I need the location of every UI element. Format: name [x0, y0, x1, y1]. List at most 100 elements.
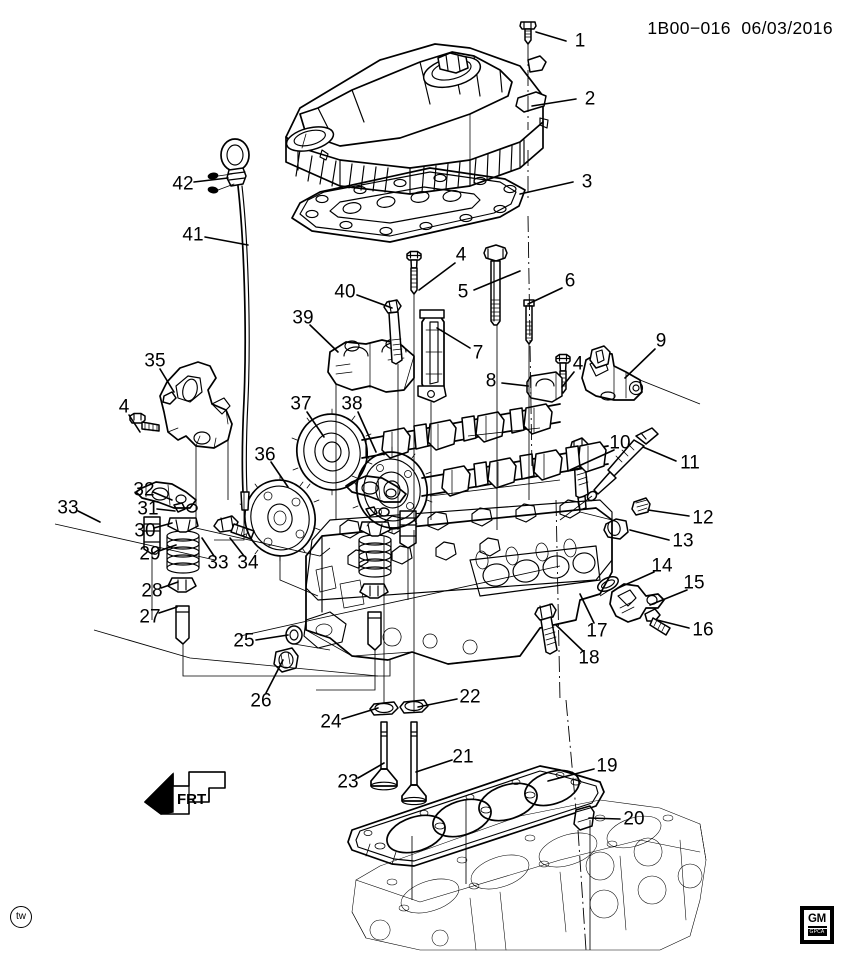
- leader-line-42: [193, 177, 229, 183]
- gm-logo-subtext: GPCA: [807, 928, 827, 936]
- part-9-timing-chain-tensioner-bracket: [581, 345, 644, 401]
- leader-line-9: [624, 348, 656, 379]
- callout-number-1: 1: [574, 30, 586, 52]
- leader-line-29: [158, 544, 177, 552]
- part-4-bracket-bolt-c: [129, 412, 160, 432]
- leader-line-25: [255, 634, 289, 641]
- leader-line-8: [501, 382, 529, 387]
- callout-number-14: 14: [651, 555, 673, 577]
- leader-line-6: [527, 287, 563, 305]
- leader-line-20: [588, 817, 621, 820]
- callout-number-37: 37: [290, 393, 312, 415]
- leader-line-23: [357, 762, 385, 779]
- part-2-camshaft-cover: [285, 43, 549, 195]
- callout-number-36: 36: [254, 444, 276, 466]
- callout-number-13: 13: [672, 530, 694, 552]
- callout-number-25: 25: [233, 630, 255, 652]
- part-38-exhaust-camshaft: [351, 441, 609, 534]
- leader-line-16: [656, 619, 690, 629]
- callout-number-2: 2: [584, 88, 596, 110]
- part-11-glow-plug: [586, 427, 659, 502]
- leader-line-18: [555, 624, 584, 652]
- callout-number-7: 7: [472, 342, 484, 364]
- leader-line-22: [417, 698, 458, 708]
- part-36-balance-shaft-sprocket: [239, 474, 321, 562]
- callout-number-21: 21: [452, 746, 474, 768]
- leader-line-33: [77, 510, 101, 523]
- callout-number-10: 10: [609, 432, 631, 454]
- leader-line-40: [356, 294, 393, 309]
- callout-number-6: 6: [564, 270, 576, 292]
- callout-number-38: 38: [341, 393, 363, 415]
- leader-line-41: [204, 236, 249, 246]
- leader-line-15: [649, 589, 688, 606]
- part-13-plug-cap: [603, 518, 629, 540]
- leader-line-4: [418, 262, 456, 291]
- leader-line-37: [306, 411, 325, 438]
- leader-line-19: [547, 768, 595, 782]
- engine-block-phantom-reference: [351, 799, 707, 951]
- leader-line-27: [158, 606, 178, 614]
- part-23-intake-valve: [370, 721, 398, 791]
- callout-number-29: 29: [139, 543, 161, 565]
- callout-number-40: 40: [334, 281, 356, 303]
- part-37-intake-camshaft: [291, 403, 561, 496]
- leader-line-1: [535, 31, 567, 42]
- callout-number-4: 4: [572, 353, 584, 375]
- leader-line-26: [265, 659, 284, 694]
- part-41-oil-level-indicator: [220, 138, 250, 511]
- leader-line-32: [152, 491, 173, 501]
- revision-mark: tw: [10, 906, 32, 928]
- callout-number-11: 11: [680, 452, 700, 474]
- part-42-dipstick-seal: [207, 172, 235, 194]
- part-4-cover-bolt-a: [406, 250, 422, 295]
- part-7-timing-chain-guide: [417, 309, 447, 403]
- part-16-sensor-bolt: [644, 608, 671, 636]
- leader-line-33: [201, 537, 215, 557]
- leader-line-39: [309, 324, 339, 353]
- callout-number-42: 42: [172, 173, 194, 195]
- part-19-cylinder-head-gasket: [347, 765, 605, 867]
- gm-logo-bar: [807, 926, 827, 928]
- callout-number-17: 17: [586, 620, 608, 642]
- callout-number-31: 31: [137, 498, 159, 520]
- callout-number-28: 28: [141, 580, 163, 602]
- leader-line-11: [642, 446, 677, 462]
- callout-number-33: 33: [57, 497, 79, 519]
- part-34-bolt: [213, 515, 255, 540]
- callout-number-4: 4: [455, 244, 467, 266]
- callout-number-16: 16: [692, 619, 714, 641]
- callout-number-26: 26: [250, 690, 272, 712]
- callout-number-34: 34: [237, 552, 259, 574]
- part-12-screw: [631, 497, 651, 516]
- callout-number-24: 24: [320, 711, 342, 733]
- part-18-cylinder-head-bolt: [534, 603, 558, 655]
- callout-number-8: 8: [485, 370, 497, 392]
- callout-number-32: 32: [133, 479, 155, 501]
- gm-logo: GM GPCA: [800, 906, 834, 944]
- leader-line-14: [617, 571, 655, 589]
- leader-line-21: [415, 759, 453, 773]
- part-20-dowel-pin: [573, 805, 595, 831]
- leader-line-30: [153, 522, 173, 529]
- callout-number-9: 9: [655, 330, 667, 352]
- leader-line-24: [341, 707, 379, 720]
- part-3-camshaft-cover-gasket: [291, 167, 526, 243]
- leader-line-38: [357, 411, 377, 453]
- assembly-centerlines: [54, 44, 701, 951]
- part-40-bolt: [383, 299, 403, 365]
- callout-number-19: 19: [596, 755, 618, 777]
- gm-logo-text: GM: [808, 913, 826, 926]
- front-direction-arrow: FRT: [137, 762, 233, 822]
- leader-line-10: [569, 449, 615, 471]
- leader-line-31: [156, 508, 176, 512]
- leader-line-36: [270, 461, 289, 488]
- part-17-cylinder-head: [303, 499, 613, 665]
- leader-line-7: [436, 327, 471, 349]
- callout-number-20: 20: [623, 808, 645, 830]
- leader-line-3: [519, 181, 574, 195]
- valve-train-left-column: [135, 481, 200, 645]
- leader-line-28: [160, 581, 179, 589]
- svg-text:FRT: FRT: [177, 791, 206, 808]
